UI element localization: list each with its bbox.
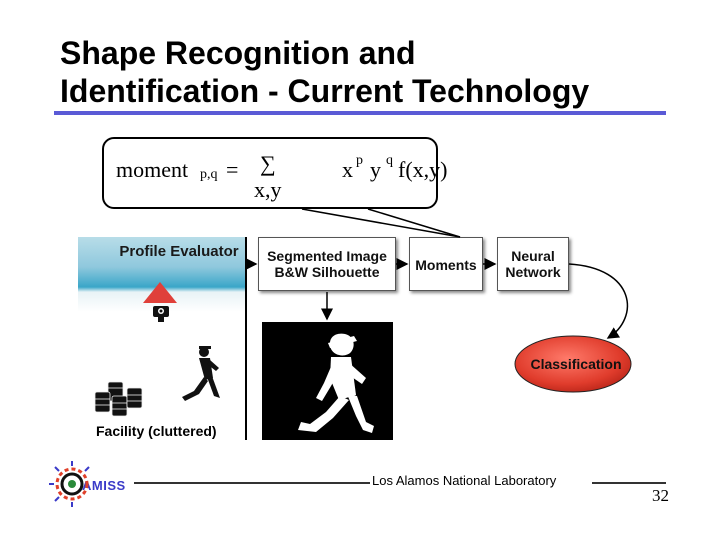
barrels-icon: [95, 382, 142, 416]
classification-node: Classification: [515, 336, 631, 392]
arrow-network-to-classification: [569, 264, 627, 338]
classification-label: Classification: [530, 356, 621, 372]
beacon-icon: [143, 282, 177, 303]
walking-person-icon: [182, 346, 220, 401]
camera-icon: [153, 306, 169, 322]
person-silhouette: [298, 334, 374, 433]
amiss-logo-icon: [49, 461, 89, 507]
callout-pointer: [302, 209, 460, 237]
